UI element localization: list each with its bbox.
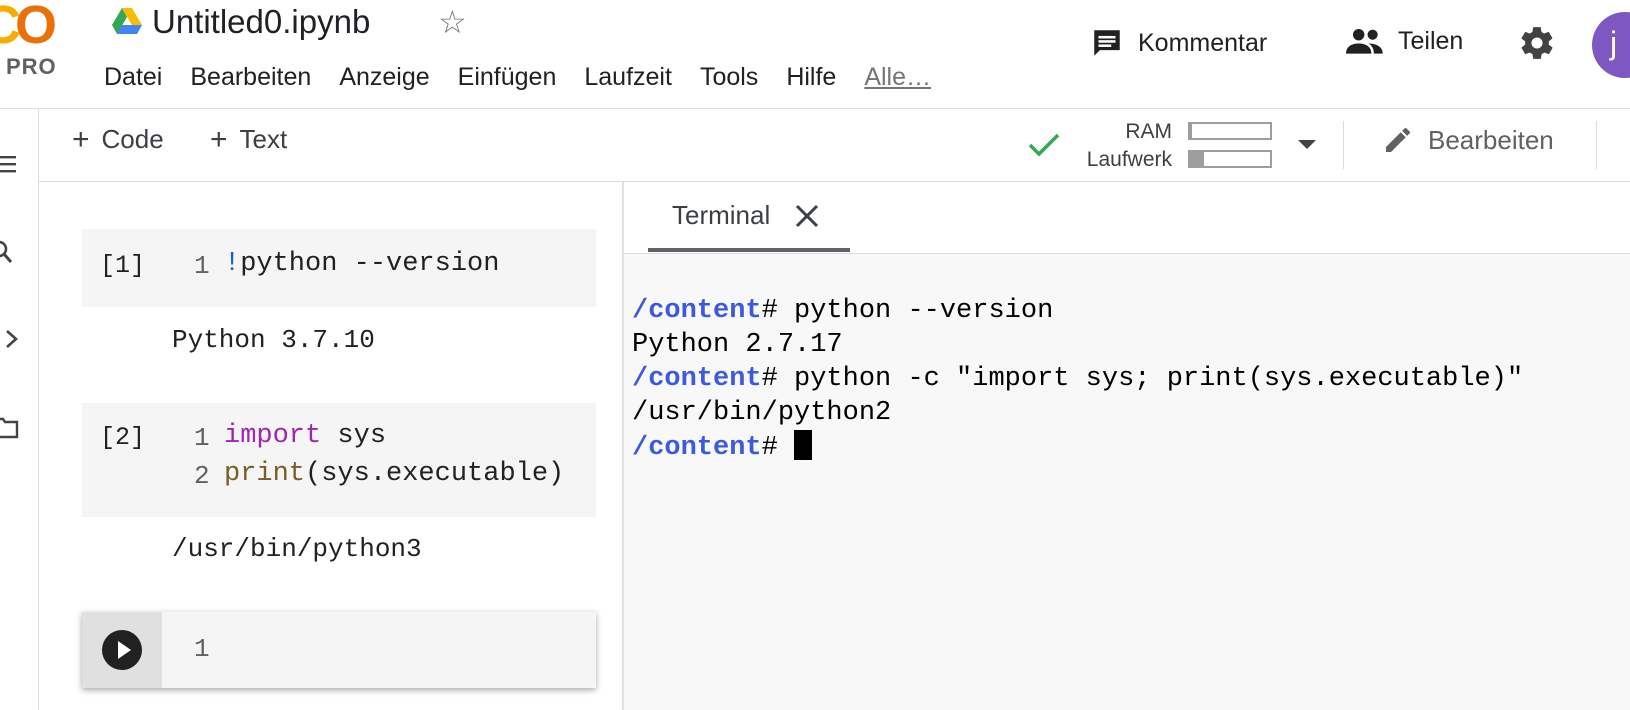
menu-item-einfuegen[interactable]: Einfügen bbox=[457, 63, 557, 91]
edit-label: Bearbeiten bbox=[1428, 124, 1554, 155]
comment-icon bbox=[1094, 30, 1120, 56]
keyword-import: import bbox=[224, 421, 322, 451]
cell-output: /usr/bin/python3 bbox=[172, 534, 422, 564]
cell-output: Python 3.7.10 bbox=[172, 325, 375, 355]
run-cell-button[interactable] bbox=[102, 630, 142, 670]
pro-badge: PRO bbox=[6, 54, 57, 79]
ram-meter[interactable] bbox=[1188, 122, 1272, 140]
code-cell-2[interactable]: [2] 1 import sys 2 print(sys.executable) bbox=[82, 403, 596, 517]
code-line[interactable]: import sys bbox=[224, 421, 386, 451]
comment-button[interactable]: Kommentar bbox=[1090, 26, 1267, 60]
play-icon bbox=[118, 641, 131, 659]
share-label: Teilen bbox=[1398, 26, 1464, 55]
code-text: python --version bbox=[240, 249, 500, 279]
check-icon bbox=[1028, 133, 1060, 157]
toolbar-separator bbox=[1343, 121, 1344, 169]
terminal-text: # python -c "import sys; print(sys.execu… bbox=[761, 364, 1524, 394]
search-icon[interactable] bbox=[0, 240, 16, 268]
folder-icon[interactable] bbox=[0, 414, 20, 440]
chevron-down-icon[interactable] bbox=[1298, 140, 1316, 149]
line-number: 1 bbox=[194, 251, 210, 281]
plus-icon: + bbox=[210, 122, 228, 156]
pencil-icon bbox=[1386, 127, 1410, 152]
menu-item-bearbeiten[interactable]: Bearbeiten bbox=[190, 63, 312, 91]
plus-icon: + bbox=[72, 122, 90, 156]
logo-letter-o: O bbox=[15, 0, 57, 55]
shell-bang: ! bbox=[224, 249, 241, 279]
terminal-line: /content# python -c "import sys; print(s… bbox=[632, 362, 1523, 396]
cell-gutter bbox=[82, 612, 162, 688]
logo-letter-c: C bbox=[0, 0, 21, 55]
comment-label: Kommentar bbox=[1138, 28, 1268, 57]
terminal-cursor bbox=[794, 430, 813, 460]
code-text: (sys.executable) bbox=[305, 459, 565, 489]
menu-item-anzeige[interactable]: Anzeige bbox=[339, 63, 430, 91]
line-number: 1 bbox=[194, 634, 210, 664]
star-icon[interactable]: ☆ bbox=[438, 4, 467, 40]
line-number: 2 bbox=[194, 461, 210, 491]
resource-labels[interactable]: RAM Laufwerk bbox=[1060, 118, 1172, 174]
close-icon[interactable] bbox=[794, 203, 820, 229]
notebook-title[interactable]: Untitled0.ipynb bbox=[152, 3, 371, 40]
tab-terminal[interactable]: Terminal bbox=[672, 200, 820, 231]
terminal-prompt: /content bbox=[632, 433, 762, 463]
code-cell-1[interactable]: [1] 1 !python --version bbox=[82, 229, 596, 307]
rail-border bbox=[38, 109, 39, 710]
share-button[interactable]: Teilen bbox=[1346, 26, 1463, 56]
execution-count: [2] bbox=[100, 423, 146, 452]
tab-divider bbox=[624, 253, 1630, 254]
disk-label: Laufwerk bbox=[1086, 148, 1172, 171]
menu-item-datei[interactable]: Datei bbox=[104, 63, 163, 91]
code-line[interactable]: print(sys.executable) bbox=[224, 459, 564, 489]
table-of-contents-icon[interactable] bbox=[0, 154, 18, 174]
panel-splitter[interactable] bbox=[622, 182, 624, 710]
add-code-button[interactable]: + Code bbox=[72, 124, 164, 155]
terminal-tab-label: Terminal bbox=[672, 200, 771, 230]
toolbar-separator bbox=[1596, 121, 1597, 169]
terminal-text: Python 2.7.17 bbox=[632, 330, 843, 360]
menu-bar: Datei Bearbeiten Anzeige Einfügen Laufze… bbox=[104, 60, 931, 94]
code-line[interactable]: !python --version bbox=[224, 249, 499, 279]
code-snippets-icon[interactable] bbox=[4, 328, 20, 350]
add-text-button[interactable]: + Text bbox=[210, 124, 287, 155]
add-text-label: Text bbox=[239, 124, 288, 154]
ram-label: RAM bbox=[1125, 120, 1172, 143]
line-number: 1 bbox=[194, 423, 210, 453]
menu-item-more[interactable]: Alle… bbox=[864, 63, 932, 91]
ram-meter-fill bbox=[1190, 124, 1193, 138]
google-drive-icon[interactable] bbox=[112, 8, 142, 34]
terminal-prompt: /content bbox=[632, 364, 762, 394]
edit-mode-button[interactable]: Bearbeiten bbox=[1382, 124, 1554, 156]
toolbar-divider bbox=[39, 181, 1630, 182]
terminal-line: Python 2.7.17 bbox=[632, 328, 1523, 362]
avatar[interactable]: j bbox=[1592, 12, 1630, 78]
terminal-line: /usr/bin/python2 bbox=[632, 396, 1523, 430]
disk-meter[interactable] bbox=[1188, 150, 1272, 168]
active-tab-indicator bbox=[648, 248, 850, 252]
code-text: sys bbox=[321, 421, 387, 451]
code-cell-3[interactable]: 1 bbox=[82, 612, 596, 688]
terminal-text: # bbox=[761, 433, 795, 463]
gear-icon[interactable] bbox=[1518, 24, 1556, 62]
add-code-label: Code bbox=[101, 124, 164, 154]
menu-item-hilfe[interactable]: Hilfe bbox=[786, 63, 837, 91]
execution-count: [1] bbox=[100, 251, 146, 280]
people-icon bbox=[1346, 28, 1383, 54]
builtin-print: print bbox=[224, 459, 306, 489]
menu-item-tools[interactable]: Tools bbox=[699, 63, 759, 91]
terminal-text: /usr/bin/python2 bbox=[632, 398, 892, 428]
disk-meter-fill bbox=[1190, 152, 1205, 166]
menu-item-laufzeit[interactable]: Laufzeit bbox=[584, 63, 672, 91]
terminal-line: /content# bbox=[632, 430, 1523, 465]
terminal-prompt: /content bbox=[632, 296, 762, 326]
terminal-line: /content# python --version bbox=[632, 294, 1523, 328]
terminal-text: # python --version bbox=[761, 296, 1054, 326]
header-divider bbox=[0, 108, 1630, 109]
colab-logo[interactable]: CO bbox=[0, 0, 57, 52]
